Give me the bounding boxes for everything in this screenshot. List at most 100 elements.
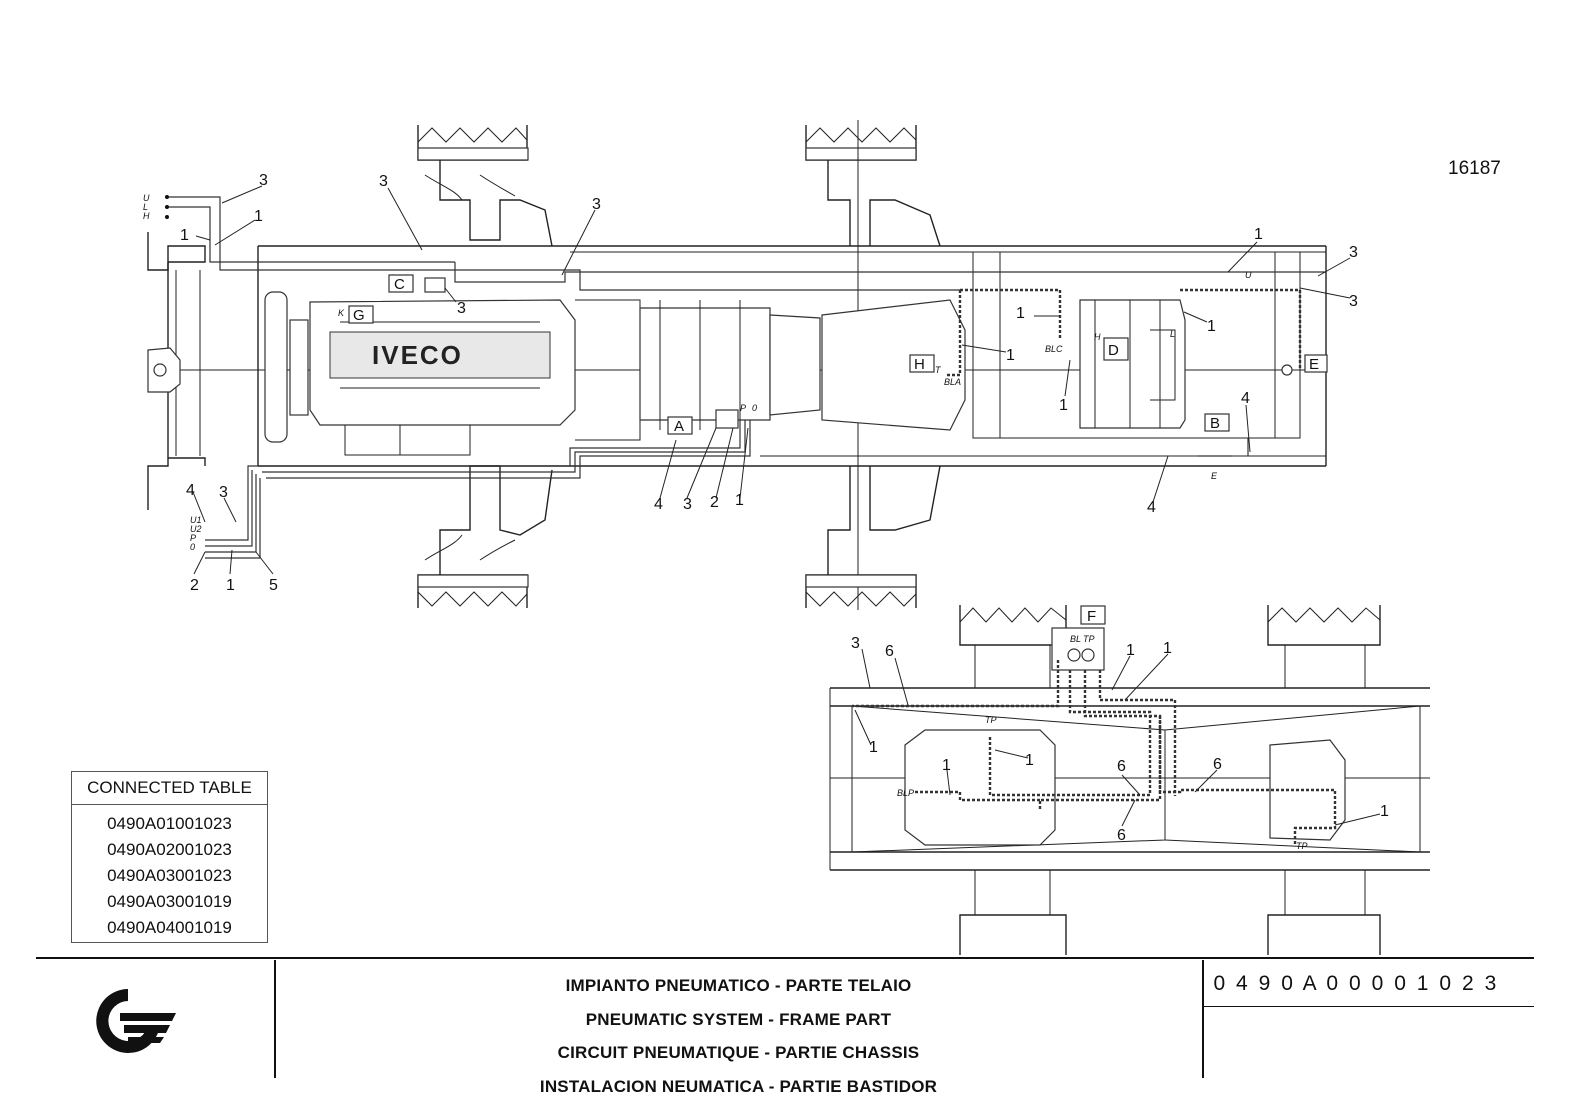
- component-h: H: [909, 354, 935, 373]
- svg-text:3: 3: [683, 496, 692, 513]
- connected-table-row: 0490A02001023: [107, 840, 232, 859]
- svg-text:1: 1: [1025, 752, 1034, 769]
- code-char: 0: [1213, 972, 1226, 995]
- front-wheel-top: [417, 125, 553, 247]
- title-italian: IMPIANTO PNEUMATICO - PARTE TELAIO: [565, 976, 912, 995]
- svg-text:F: F: [1087, 608, 1096, 625]
- svg-text:1: 1: [180, 227, 189, 244]
- detail-label-tp-2: TP: [1296, 841, 1308, 851]
- svg-text:A: A: [674, 418, 684, 435]
- front-port-labels: U L H: [143, 193, 169, 221]
- svg-text:3: 3: [259, 172, 268, 189]
- code-char: 0: [1394, 972, 1406, 995]
- component-d: D: [1103, 337, 1129, 361]
- rear-drive-assembly: [1079, 299, 1186, 429]
- svg-text:1: 1: [1016, 305, 1025, 322]
- svg-text:1: 1: [1163, 640, 1172, 657]
- code-char: 0: [1371, 972, 1384, 995]
- component-f: F BL TP: [1051, 605, 1106, 671]
- svg-text:3: 3: [457, 300, 466, 317]
- gearbox-port-o: 0: [752, 403, 757, 413]
- svg-text:L: L: [143, 202, 148, 212]
- svg-text:6: 6: [1213, 756, 1222, 773]
- svg-text:BL: BL: [1070, 634, 1081, 644]
- code-char: 4: [1236, 972, 1248, 995]
- svg-text:P: P: [190, 533, 196, 543]
- engine-brand: IVECO: [372, 340, 463, 370]
- svg-text:5: 5: [269, 577, 278, 594]
- component-b: B: [1204, 413, 1230, 432]
- svg-text:1: 1: [1006, 347, 1015, 364]
- connected-table: CONNECTED TABLE 0490A01001023 0490A02001…: [71, 771, 268, 943]
- title-spanish: INSTALACION NEUMATICA - PARTIE BASTIDOR: [539, 1076, 938, 1096]
- svg-text:3: 3: [1349, 244, 1358, 261]
- drawing-code: 0 4 9 0 A 0 0 0 0 1 0 2 3: [1208, 972, 1538, 996]
- svg-text:4: 4: [186, 482, 195, 499]
- svg-text:U: U: [143, 193, 150, 203]
- company-logo-icon: [96, 989, 176, 1053]
- svg-text:6: 6: [885, 643, 894, 660]
- pneumatic-frame-diagram: IVECO: [143, 120, 1430, 955]
- svg-text:B: B: [1210, 415, 1220, 432]
- rear-axle-housing: [821, 299, 966, 431]
- detail-callout-numbers: 3 6 1 1 1 1 1 6 6 6 1: [851, 635, 1389, 844]
- code-char: 1: [1416, 972, 1429, 995]
- svg-text:0: 0: [190, 542, 195, 552]
- svg-text:U1: U1: [190, 515, 202, 525]
- detail-label-tp-1: TP: [985, 715, 997, 725]
- connected-table-title: CONNECTED TABLE: [72, 772, 267, 805]
- svg-text:C: C: [394, 276, 405, 293]
- svg-text:1: 1: [254, 208, 263, 225]
- label-blc: BLC: [1045, 344, 1063, 354]
- detail-pipes: [852, 660, 1337, 845]
- svg-text:4: 4: [654, 496, 663, 513]
- code-char: 9: [1258, 972, 1271, 995]
- title-english: PNEUMATIC SYSTEM - FRAME PART: [585, 1009, 892, 1029]
- svg-text:3: 3: [592, 196, 601, 213]
- label-t: T: [935, 365, 942, 375]
- title-french: CIRCUIT PNEUMATIQUE - PARTIE CHASSIS: [557, 1043, 920, 1062]
- label-h: H: [1094, 332, 1101, 342]
- main-chassis-view: IVECO: [143, 120, 1358, 610]
- code-char: 0: [1281, 972, 1293, 995]
- svg-text:G: G: [353, 307, 365, 324]
- svg-text:1: 1: [226, 577, 235, 594]
- svg-text:U2: U2: [190, 524, 202, 534]
- engine: IVECO: [264, 291, 641, 456]
- svg-text:6: 6: [1117, 827, 1126, 844]
- component-e: E: [1281, 354, 1328, 376]
- svg-text:6: 6: [1117, 758, 1126, 775]
- detail-callout-leaders: [854, 648, 1381, 827]
- component-g: G: [348, 305, 374, 324]
- svg-text:3: 3: [851, 635, 860, 652]
- connected-table-row: 0490A01001023: [107, 814, 232, 833]
- code-char: 2: [1461, 972, 1474, 995]
- svg-text:H: H: [143, 211, 150, 221]
- title-block: IMPIANTO PNEUMATICO - PARTE TELAIO PNEUM…: [36, 957, 1538, 1096]
- component-c: C: [388, 274, 446, 293]
- detail-label-blp: BLP: [897, 788, 914, 798]
- label-bla: BLA: [944, 377, 961, 387]
- callout-numbers: 3 1 1 3 3 3 1 3 3 1 1 1 1 4 4 4 3 2 1 4 …: [180, 172, 1358, 594]
- svg-text:2: 2: [710, 494, 719, 511]
- svg-text:1: 1: [1207, 318, 1216, 335]
- svg-text:H: H: [914, 356, 925, 373]
- code-char: 0: [1439, 972, 1452, 995]
- code-char: 3: [1484, 972, 1497, 995]
- svg-text:3: 3: [1349, 293, 1358, 310]
- svg-text:2: 2: [190, 577, 199, 594]
- svg-text:E: E: [1309, 356, 1319, 373]
- drawing-reference-number: 16187: [1448, 158, 1501, 179]
- detail-wheels: [959, 605, 1381, 955]
- svg-text:TP: TP: [1083, 634, 1095, 644]
- code-char: A: [1302, 972, 1317, 995]
- connected-table-row: 0490A04001019: [107, 918, 232, 937]
- svg-text:3: 3: [379, 173, 388, 190]
- label-u: U: [1245, 270, 1252, 280]
- component-a: A: [667, 409, 739, 435]
- connected-table-row: 0490A03001023: [107, 866, 232, 885]
- air-pipes: [165, 196, 1326, 559]
- callout-leaders: [192, 185, 1351, 575]
- gearbox: [639, 300, 821, 430]
- svg-text:D: D: [1108, 342, 1119, 359]
